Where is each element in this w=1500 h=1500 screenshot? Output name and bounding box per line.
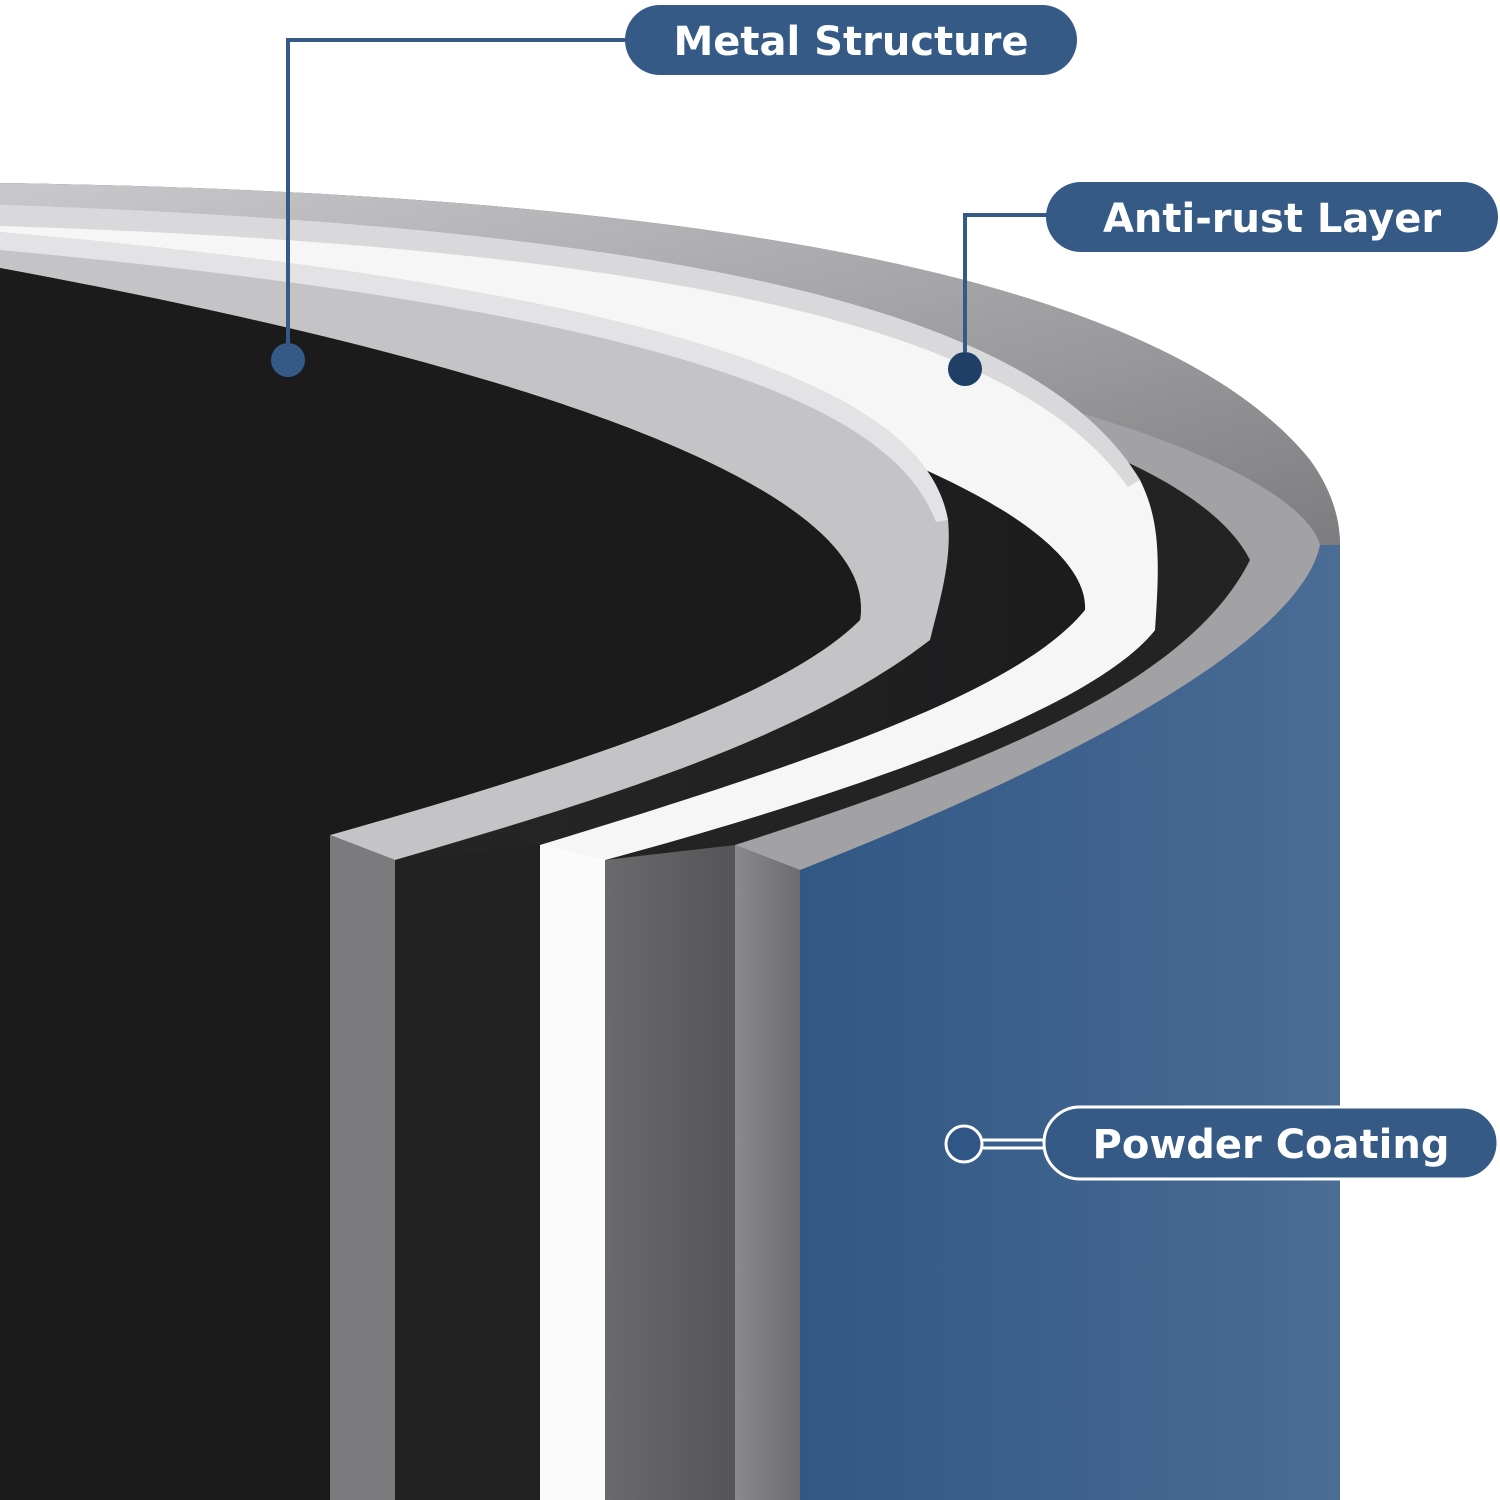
metal-structure-rim-highlight: [0, 232, 948, 522]
powder-coating-callout-pill: [1042, 1105, 1500, 1181]
anti-rust-leader-line: [963, 213, 1047, 352]
powder-coating-marker-dot: [944, 1124, 984, 1164]
metal-structure-leader-line: [286, 38, 625, 345]
powder-coating-layer: [0, 183, 1340, 1500]
metal-structure-marker-dot: [271, 343, 305, 377]
anti-rust-layer: [0, 205, 1158, 860]
anti-rust-cut-edge-white: [540, 845, 605, 1500]
anti-rust-label: Anti-rust Layer: [1103, 196, 1441, 242]
metal-structure-inner-cavity: [0, 268, 861, 1500]
powder-coating-cut-edge: [735, 845, 800, 1500]
anti-rust-callout-pill: [1046, 182, 1498, 252]
metal-structure-cut-edge: [330, 835, 395, 1500]
metal-structure-label: Metal Structure: [674, 19, 1029, 65]
anti-rust-marker-dot: [948, 352, 982, 386]
metal-structure-callout-pill: [625, 5, 1077, 75]
anti-rust-top-edge: [0, 205, 1140, 487]
anti-rust-cut-edge-gray: [605, 845, 735, 1500]
metal-structure-cut-face: [395, 845, 540, 1500]
metal-structure-rim: [0, 232, 949, 860]
powder-coating-label: Powder Coating: [1093, 1122, 1450, 1168]
